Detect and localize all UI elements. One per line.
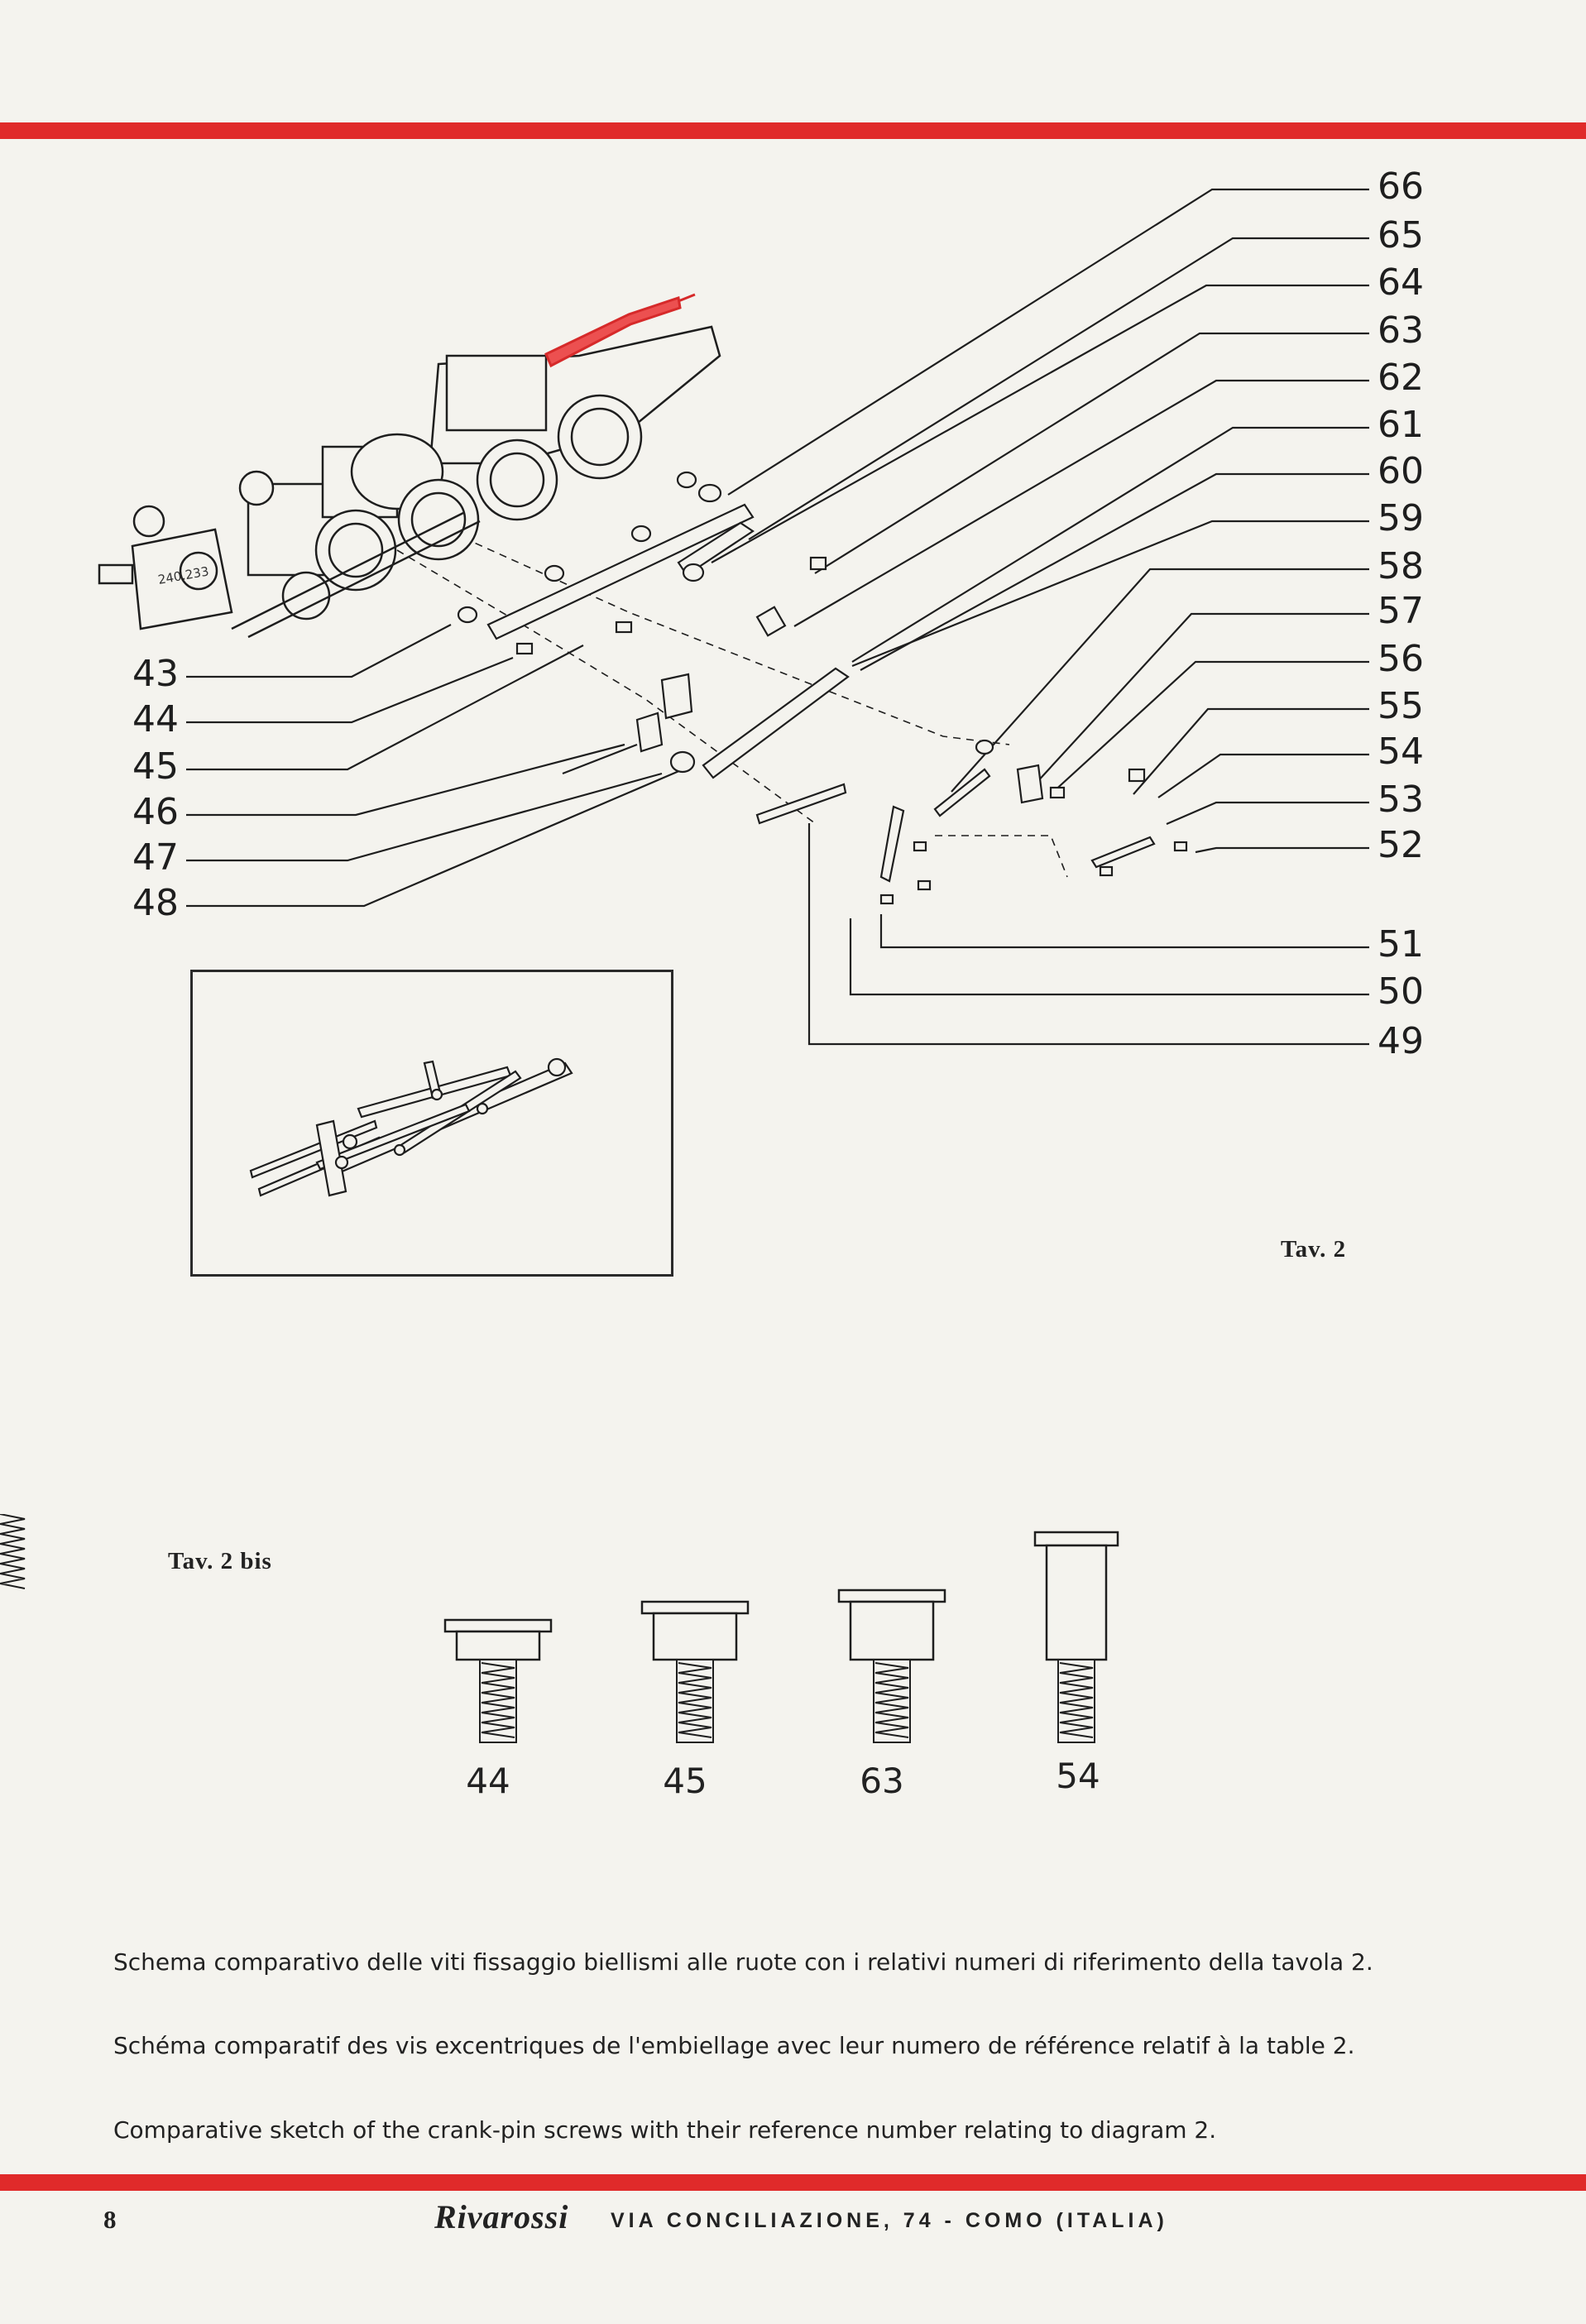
callout-57: 57 — [1378, 590, 1424, 632]
callout-59: 59 — [1378, 497, 1424, 539]
callout-51: 51 — [1378, 923, 1424, 966]
callout-53: 53 — [1378, 779, 1424, 821]
callout-56: 56 — [1378, 638, 1424, 680]
bottom-red-rule — [0, 2174, 1586, 2191]
page-number: 8 — [103, 2205, 117, 2234]
exploded-diagram: 240.233 — [98, 188, 1369, 1046]
screws-caption: Tav. 2 bis — [168, 1548, 272, 1574]
callout-50: 50 — [1378, 970, 1424, 1013]
callout-54: 54 — [1378, 731, 1424, 773]
valve-gear-inset — [190, 970, 673, 1277]
callout-49: 49 — [1378, 1020, 1424, 1062]
screw-label-54: 54 — [1056, 1756, 1100, 1796]
callout-45: 45 — [132, 745, 179, 788]
screw-label-44: 44 — [466, 1761, 510, 1801]
description-english: Comparative sketch of the crank-pin scre… — [113, 2116, 1217, 2144]
screws-drawing — [0, 1514, 1119, 1743]
callout-58: 58 — [1378, 545, 1424, 587]
callout-43: 43 — [132, 653, 179, 695]
screw-label-63: 63 — [860, 1761, 904, 1801]
brand-logo: Rivarossi — [434, 2198, 569, 2235]
callout-60: 60 — [1378, 450, 1424, 492]
callout-64: 64 — [1378, 261, 1424, 304]
callout-61: 61 — [1378, 404, 1424, 446]
top-red-rule — [0, 122, 1586, 139]
callout-47: 47 — [132, 836, 179, 879]
callout-48: 48 — [132, 882, 179, 924]
description-italian: Schema comparativo delle viti fissaggio … — [113, 1948, 1373, 1976]
screw-label-45: 45 — [663, 1761, 707, 1801]
callout-44: 44 — [132, 698, 179, 740]
callout-65: 65 — [1378, 214, 1424, 256]
valve-gear-drawing — [249, 1057, 573, 1197]
callout-66: 66 — [1378, 165, 1424, 208]
company-address: VIA CONCILIAZIONE, 74 - COMO (ITALIA) — [611, 2209, 1168, 2232]
diagram-caption: Tav. 2 — [1281, 1236, 1347, 1263]
callout-63: 63 — [1378, 309, 1424, 352]
description-french: Schéma comparatif des vis excentriques d… — [113, 2032, 1355, 2059]
callout-52: 52 — [1378, 824, 1424, 866]
callout-62: 62 — [1378, 357, 1424, 399]
callout-55: 55 — [1378, 685, 1424, 727]
callout-46: 46 — [132, 791, 179, 833]
